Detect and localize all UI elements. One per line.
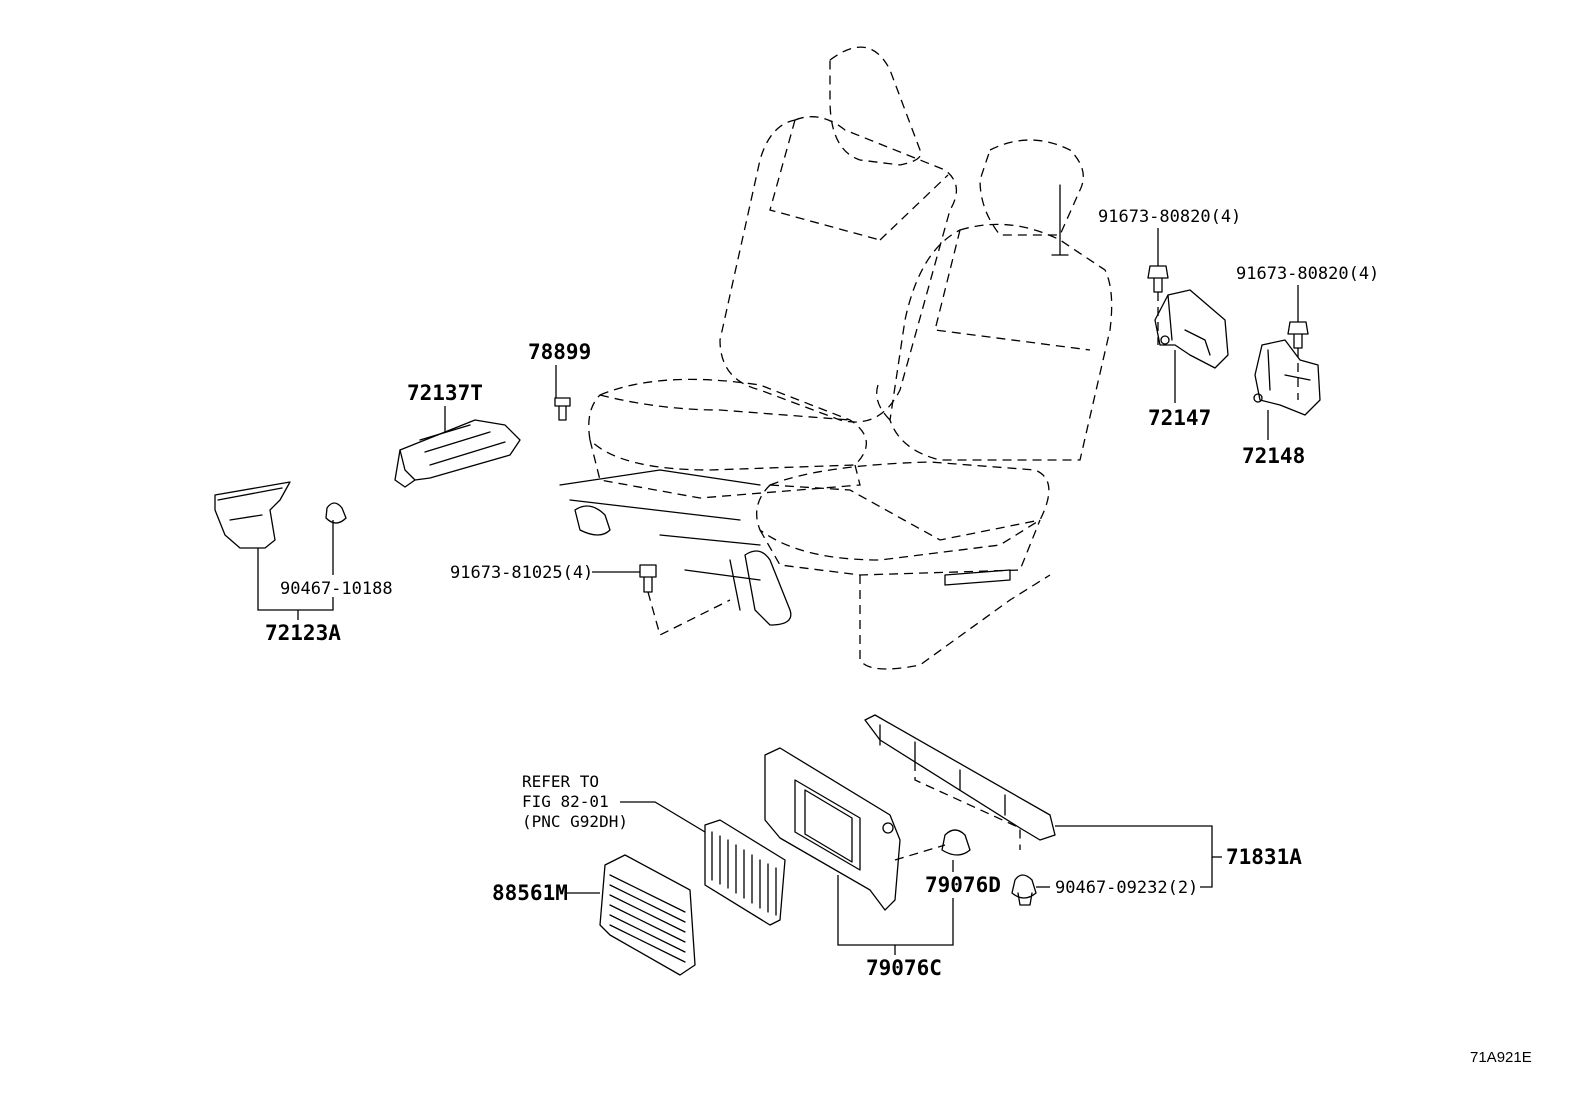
label-72137T: 72137T: [407, 381, 483, 405]
label-91673-81025: 91673-81025(4): [450, 563, 593, 583]
label-91673-80820-b: 91673-80820(4): [1236, 264, 1379, 284]
label-79076D: 79076D: [925, 873, 1001, 897]
label-90467-10188: 90467-10188: [280, 579, 393, 599]
label-71831A: 71831A: [1226, 845, 1302, 869]
reference-note-line2: FIG 82-01: [522, 792, 609, 811]
label-90467-09232: 90467-09232(2): [1055, 878, 1198, 898]
leader-lines: [257, 228, 1299, 955]
bracket-72147: [1154, 289, 1229, 369]
clip-icon: [325, 502, 1037, 906]
label-91673-80820-a: 91673-80820(4): [1098, 207, 1241, 227]
cover-72137T: [394, 419, 521, 488]
seat-assembly-outline: [559, 46, 1113, 670]
figure-id: 71A921E: [1470, 1049, 1532, 1066]
filter-element: [704, 819, 786, 926]
label-78899: 78899: [528, 340, 591, 364]
duct-79076C: [764, 747, 901, 911]
rail-71831A: [864, 714, 1056, 841]
bracket-72148: [1253, 339, 1321, 416]
cover-72123A: [214, 481, 291, 549]
bolt-icon: [554, 265, 1309, 593]
label-88561M: 88561M: [492, 881, 568, 905]
reference-note-line3: (PNC G92DH): [522, 812, 628, 831]
reference-note-line1: REFER TO: [522, 772, 599, 791]
label-72147: 72147: [1148, 406, 1211, 430]
label-79076C: 79076C: [866, 956, 942, 980]
label-72123A: 72123A: [265, 621, 341, 645]
label-72148: 72148: [1242, 444, 1305, 468]
heater-core-88561M: [599, 854, 696, 976]
